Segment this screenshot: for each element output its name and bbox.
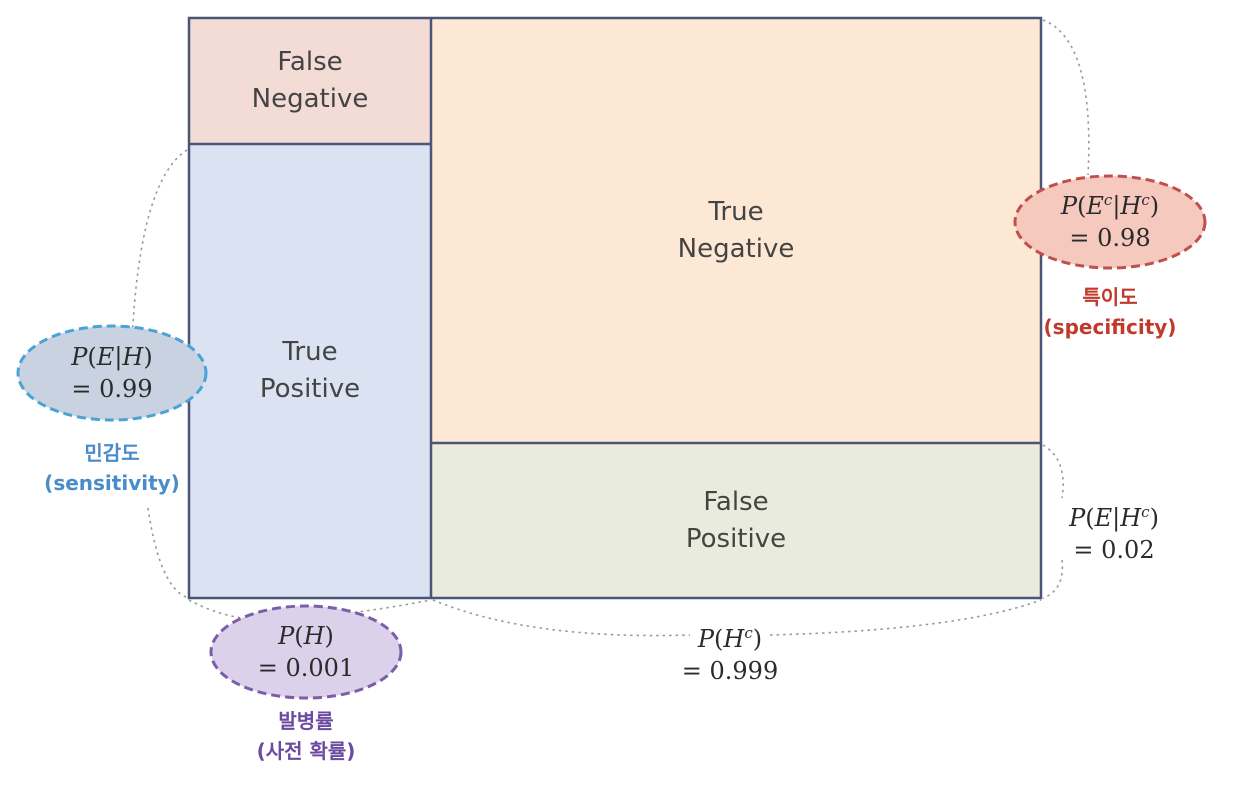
- prior-label: 발병률 (사전 확률): [256, 709, 356, 763]
- prior-formula: P(H) = 0.001: [257, 622, 355, 682]
- prior-oval: [209, 604, 403, 700]
- sensitivity-brace-lower: [147, 507, 190, 599]
- complement-prior-brace-right: [769, 599, 1042, 636]
- complement-prior-formula: P(Hc) = 0.999: [681, 624, 779, 685]
- true-negative-label: True Negative: [677, 196, 795, 264]
- true-negative-cell: [431, 18, 1041, 443]
- false-positive-cell: [431, 443, 1041, 598]
- false-negative-label: False Negative: [251, 47, 369, 114]
- false-negative-cell: [189, 18, 431, 144]
- specificity-label: 특이도 (specificity): [1043, 285, 1177, 339]
- sensitivity-label: 민감도 (sensitivity): [44, 441, 180, 495]
- false-positive-label: False Positive: [685, 486, 787, 554]
- specificity-oval: [1013, 174, 1207, 270]
- grid-lines: [187, 16, 1043, 600]
- fpr-brace: [1042, 444, 1064, 499]
- sensitivity-formula: P(E|H) = 0.99: [71, 343, 153, 403]
- sensitivity-oval: [16, 324, 208, 422]
- complement-prior-brace: [432, 599, 691, 637]
- false-positive-rate-formula: P(E|Hc) = 0.02: [1069, 503, 1159, 564]
- specificity-formula: P(Ec|Hc) = 0.98: [1060, 191, 1160, 252]
- sensitivity-brace: [131, 149, 188, 341]
- true-positive-cell: [189, 144, 431, 598]
- true-positive-label: True Positive: [259, 337, 361, 404]
- specificity-brace: [1042, 19, 1090, 176]
